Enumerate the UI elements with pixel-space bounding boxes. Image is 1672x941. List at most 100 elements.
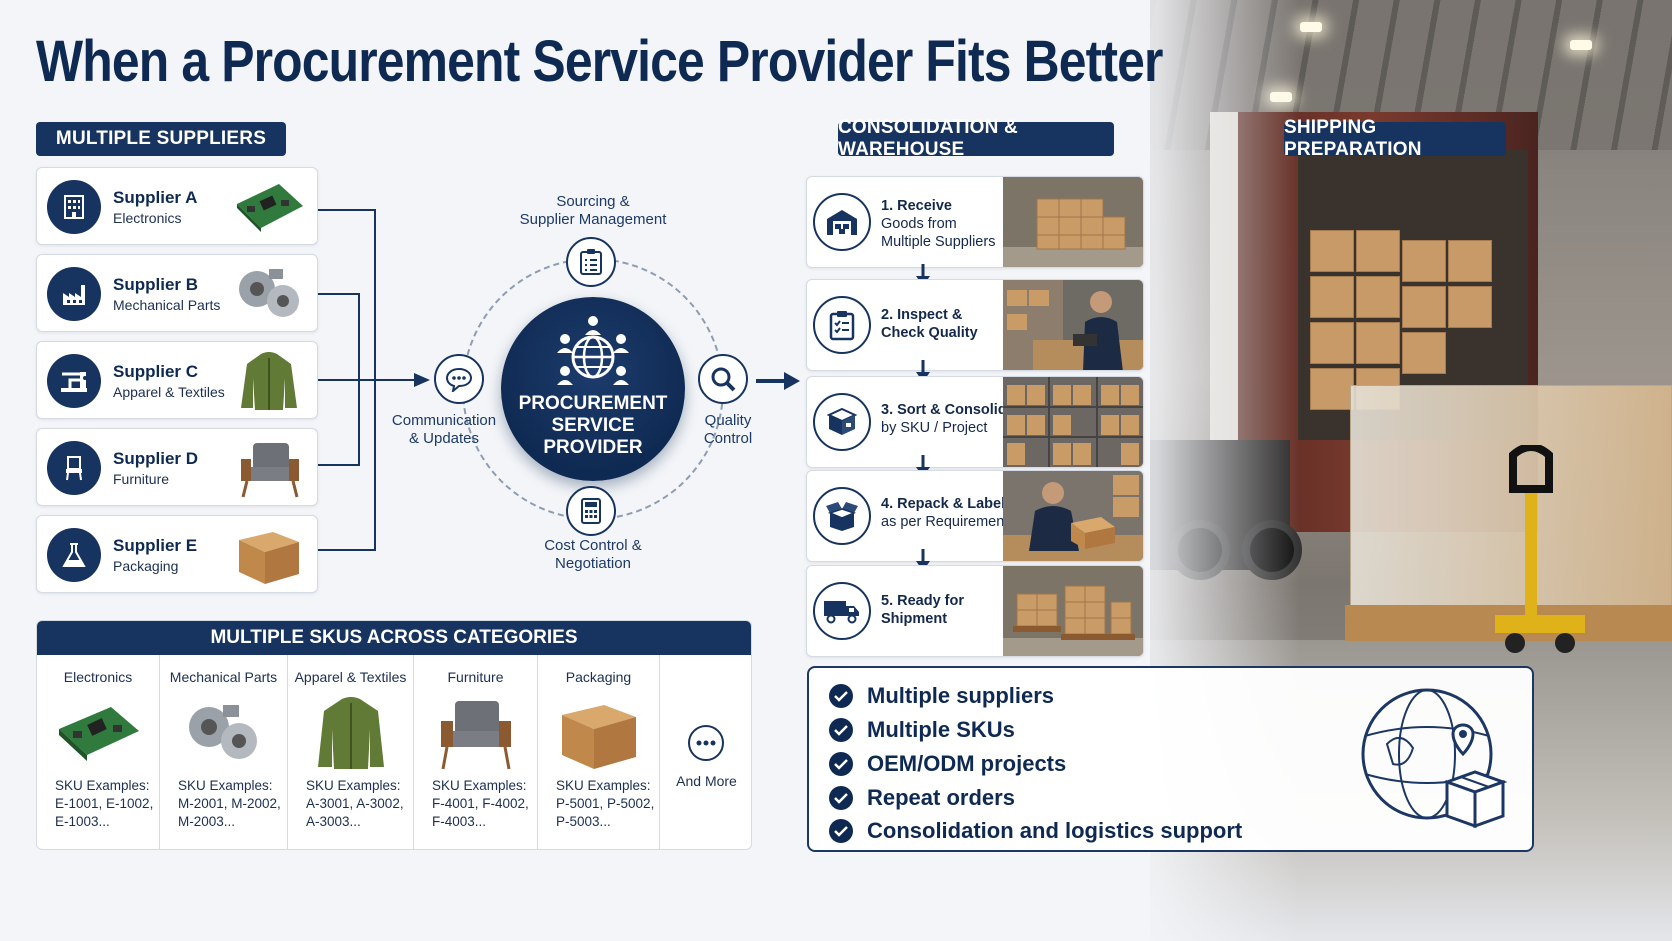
multiple-suppliers-header: MULTIPLE SUPPLIERS <box>36 122 286 156</box>
check-icon <box>829 718 853 742</box>
armchair-image <box>241 443 299 498</box>
benefit-item: Repeat orders <box>829 784 1015 812</box>
consolidation-header: CONSOLIDATION & WAREHOUSE <box>838 117 1114 160</box>
step-title: 4. Repack & Label <box>881 496 1006 512</box>
step-desc: by SKU / Project <box>881 420 988 436</box>
clipboard-icon <box>566 237 616 287</box>
sku-examples: SKU Examples: P-5001, P-5002, P-5003... <box>556 778 655 829</box>
sku-column-more: And More <box>659 655 751 849</box>
arrow-right-icon <box>414 373 430 387</box>
sourcing-label: Sourcing & Supplier Management <box>519 193 667 228</box>
supplier-card-c: Supplier C Apparel & Textiles <box>36 341 318 419</box>
benefits-panel: Multiple suppliers Multiple SKUs OEM/ODM… <box>807 666 1534 852</box>
supplier-category: Furniture <box>113 471 170 487</box>
jacket-image <box>241 352 297 410</box>
benefit-item: Multiple SKUs <box>829 716 1015 744</box>
circuit-board-image <box>59 707 139 761</box>
supplier-card-e: Supplier E Packaging <box>36 515 318 593</box>
sku-column-title: Packaging <box>565 669 632 685</box>
check-icon <box>829 786 853 810</box>
inspection-worker-photo <box>1003 280 1143 370</box>
box-icon <box>813 393 871 451</box>
calculator-icon <box>566 486 616 536</box>
sorted-shelves-photo <box>1003 377 1143 467</box>
communication-label: Communication & Updates <box>391 412 497 447</box>
sku-panel-header: MULTIPLE SKUS ACROSS CATEGORIES <box>37 621 751 655</box>
supplier-name: Supplier E <box>113 536 198 555</box>
supplier-card-d: Supplier D Furniture <box>36 428 318 506</box>
benefit-text: Multiple suppliers <box>867 683 1055 708</box>
repacking-worker-photo <box>1003 471 1143 561</box>
step-title: 1. Receive <box>881 198 952 214</box>
benefit-item: Consolidation and logistics support <box>829 817 1242 845</box>
armchair-image <box>440 701 511 770</box>
mechanical-parts-image <box>188 705 257 759</box>
step-title: 5. Ready for Shipment <box>881 593 964 627</box>
sku-column-mechanical: Mechanical Parts SKU Examples: M-2001, M… <box>159 655 287 849</box>
flask-icon <box>47 528 101 582</box>
supplier-name: Supplier B <box>113 275 199 294</box>
chair-icon <box>47 441 101 495</box>
supplier-category: Electronics <box>113 210 182 226</box>
sku-column-electronics: Electronics SKU Examples: E-1001, E-1002… <box>37 655 159 849</box>
supplier-name: Supplier D <box>113 449 199 468</box>
globe-people-icon <box>557 316 629 385</box>
sku-examples: SKU Examples: M-2001, M-2002, M-2003... <box>178 778 281 829</box>
mechanical-parts-image <box>239 269 299 317</box>
sku-column-furniture: Furniture SKU Examples: F-4001, F-4002, … <box>413 655 537 849</box>
check-icon <box>829 752 853 776</box>
step-inspect: 2. Inspect & Check Quality <box>806 279 1144 371</box>
supplier-category: Mechanical Parts <box>113 297 221 313</box>
building-icon <box>47 180 101 234</box>
supplier-name: Supplier C <box>113 362 199 381</box>
step-repack: 4. Repack & Label as per Requirements <box>806 470 1144 562</box>
circuit-board-image <box>237 184 303 232</box>
sku-examples: SKU Examples: F-4001, F-4002, F-4003... <box>432 778 529 829</box>
supplier-name: Supplier A <box>113 188 198 207</box>
step-title: 2. Inspect & Check Quality <box>881 307 978 341</box>
step-desc: Goods from Multiple Suppliers <box>881 216 996 250</box>
quality-control-label: Quality Control <box>703 412 753 447</box>
open-box-icon <box>813 487 871 545</box>
sewing-machine-icon <box>47 354 101 408</box>
sku-column-title: Mechanical Parts <box>169 669 278 685</box>
supplier-card-b: Supplier B Mechanical Parts <box>36 254 318 332</box>
supplier-category: Packaging <box>113 558 179 574</box>
sku-panel: MULTIPLE SKUS ACROSS CATEGORIES Electron… <box>36 620 752 850</box>
sku-column-title: Electronics <box>63 669 133 685</box>
factory-icon <box>47 267 101 321</box>
step-ready: 5. Ready for Shipment <box>806 565 1144 657</box>
sku-column-apparel: Apparel & Textiles SKU Examples: A-3001,… <box>287 655 413 849</box>
benefit-item: OEM/ODM projects <box>829 750 1066 778</box>
hub-label: PROCUREMENT SERVICE PROVIDER <box>518 393 668 458</box>
and-more-label: And More <box>676 773 737 789</box>
sku-examples: SKU Examples: E-1001, E-1002, E-1003... <box>55 778 154 829</box>
truck-icon <box>813 582 871 640</box>
warehouse-icon <box>813 193 871 251</box>
stacked-boxes-photo <box>1003 177 1143 267</box>
benefit-item: Multiple suppliers <box>829 682 1054 710</box>
benefit-text: Repeat orders <box>867 785 1015 810</box>
more-dots-icon <box>688 725 724 761</box>
benefit-text: OEM/ODM projects <box>867 751 1067 776</box>
clipboard-check-icon <box>813 296 871 354</box>
globe-location-box-icon <box>1361 688 1508 829</box>
sku-examples: SKU Examples: A-3001, A-3002, A-3003... <box>306 778 404 829</box>
procurement-hub: PROCUREMENT SERVICE PROVIDER <box>501 297 685 481</box>
supplier-category: Apparel & Textiles <box>113 384 225 400</box>
benefit-text: Consolidation and logistics support <box>867 818 1243 843</box>
shipping-preparation-header: SHIPPING PREPARATION <box>1284 117 1506 160</box>
magnifier-icon <box>698 354 748 404</box>
cardboard-box-image <box>239 532 299 584</box>
check-icon <box>829 819 853 843</box>
palletized-boxes-photo <box>1003 566 1143 656</box>
cost-control-label: Cost Control & Negotiation <box>544 537 642 572</box>
supplier-card-a: Supplier A Electronics <box>36 167 318 245</box>
arrow-to-warehouse-icon <box>756 372 800 390</box>
jacket-image <box>317 697 384 769</box>
step-desc: as per Requirements <box>881 514 1016 530</box>
cardboard-box-image <box>561 705 636 769</box>
sku-column-title: Apparel & Textiles <box>294 669 407 685</box>
